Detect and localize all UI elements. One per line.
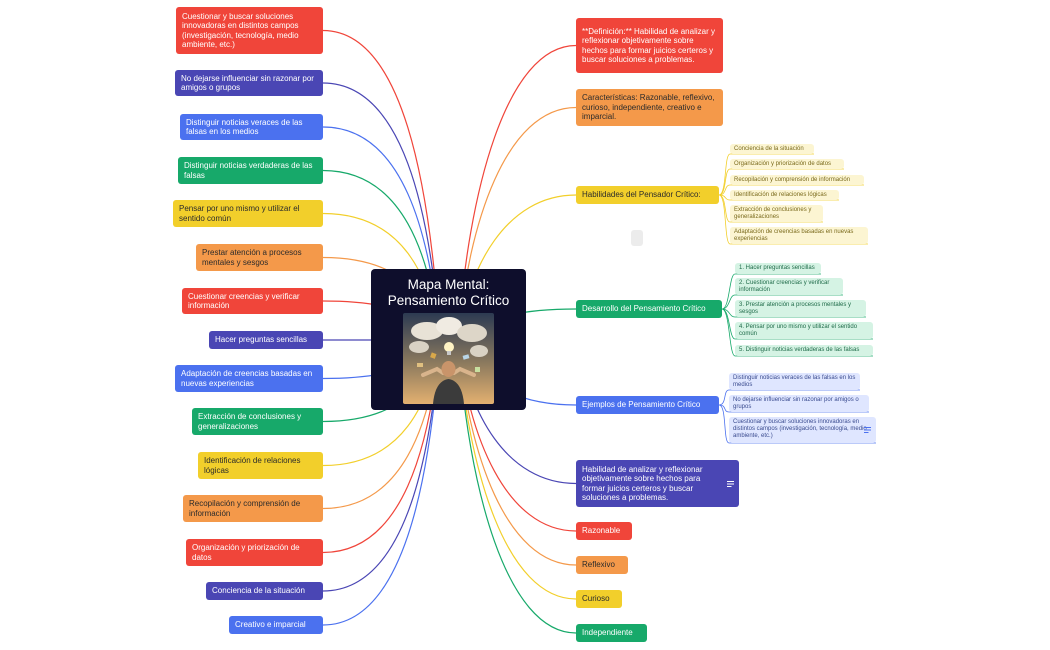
topic-definicion-habilidad-de-analizar-y-refle[interactable]: **Definición:** Habilidad de analizar y …: [576, 18, 723, 73]
topic-creativo-e-imparcial[interactable]: Creativo e imparcial: [229, 616, 323, 634]
note-icon[interactable]: [727, 480, 734, 488]
topic-no-dejarse-influenciar-sin-razonar-por-a[interactable]: No dejarse influenciar sin razonar por a…: [175, 70, 323, 96]
topic-hacer-preguntas-sencillas[interactable]: Hacer preguntas sencillas: [209, 331, 323, 349]
topic-distinguir-noticias-verdaderas-de-las-fa[interactable]: Distinguir noticias verdaderas de las fa…: [178, 157, 323, 184]
node-label: Organización y priorización de datos: [192, 543, 300, 562]
node-label: Hacer preguntas sencillas: [215, 335, 308, 345]
node-label: Cuestionar y buscar soluciones innovador…: [733, 419, 867, 439]
node-label: Adaptación de creencias basadas en nueva…: [181, 369, 313, 388]
connector-sub: [721, 308, 873, 357]
node-label: Conciencia de la situación: [212, 586, 305, 596]
subtopic-extraccion-de-conclusiones-y-generalizac[interactable]: Extracción de conclusiones y generalizac…: [730, 205, 823, 222]
node-label: Prestar atención a procesos mentales y s…: [202, 248, 302, 267]
topic-organizacion-y-priorizacion-de-datos[interactable]: Organización y priorización de datos: [186, 539, 323, 566]
topic-identificacion-de-relaciones-logicas[interactable]: Identificación de relaciones lógicas: [198, 452, 323, 479]
subtopic-adaptacion-de-creencias-basadas-en-nueva[interactable]: Adaptación de creencias basadas en nueva…: [730, 227, 868, 244]
topic-curioso[interactable]: Curioso: [576, 590, 622, 608]
topic-pensar-por-uno-mismo-y-utilizar-el-senti[interactable]: Pensar por uno mismo y utilizar el senti…: [173, 200, 323, 227]
topic-conciencia-de-la-situacion[interactable]: Conciencia de la situación: [206, 582, 323, 600]
node-label: Reflexivo: [582, 560, 615, 570]
connector-sub: [718, 194, 868, 245]
node-label: Características: Razonable, reflexivo, c…: [582, 93, 715, 122]
node-label: **Definición:** Habilidad de analizar y …: [582, 26, 715, 65]
subtopic-no-dejarse-influenciar-sin-razonar-por-a[interactable]: No dejarse influenciar sin razonar por a…: [729, 395, 869, 412]
node-label: Distinguir noticias veraces de las falsa…: [733, 375, 856, 388]
node-label: Independiente: [582, 628, 633, 638]
node-label: Extracción de conclusiones y generalizac…: [198, 412, 302, 431]
node-label: Habilidad de analizar y reflexionar obje…: [582, 464, 703, 503]
topic-reflexivo[interactable]: Reflexivo: [576, 556, 628, 574]
subtopic-organizacion-y-priorizacion-de-datos[interactable]: Organización y priorización de datos: [730, 159, 844, 169]
node-label: Conciencia de la situación: [734, 146, 804, 152]
topic-prestar-atencion-a-procesos-mentales-y-s[interactable]: Prestar atención a procesos mentales y s…: [196, 244, 323, 271]
topic-razonable[interactable]: Razonable: [576, 522, 632, 540]
subtopic-5-distinguir-noticias-verdaderas-de-las-[interactable]: 5. Distinguir noticias verdaderas de las…: [735, 345, 873, 356]
connector-sub: [718, 184, 864, 196]
placeholder-marker: [631, 230, 643, 246]
connector-sub: [718, 404, 876, 444]
node-label: 4. Pensar por uno mismo y utilizar el se…: [739, 324, 858, 337]
subtopic-recopilacion-y-comprension-de-informacio[interactable]: Recopilación y comprensión de informació…: [730, 175, 864, 185]
topic-caracteristicas-razonable-reflexivo-curi[interactable]: Características: Razonable, reflexivo, c…: [576, 89, 723, 126]
connector-sub: [718, 389, 860, 406]
topic-independiente[interactable]: Independiente: [576, 624, 647, 642]
person-thinking-illustration: [403, 313, 494, 404]
node-label: Creativo e imparcial: [235, 620, 306, 630]
topic-adaptacion-de-creencias-basadas-en-nueva[interactable]: Adaptación de creencias basadas en nueva…: [175, 365, 323, 392]
subtopic-conciencia-de-la-situacion[interactable]: Conciencia de la situación: [730, 144, 814, 154]
node-label: 3. Prestar atención a procesos mentales …: [739, 302, 852, 315]
node-label: Cuestionar y buscar soluciones innovador…: [182, 11, 299, 50]
topic-extraccion-de-conclusiones-y-generalizac[interactable]: Extracción de conclusiones y generalizac…: [192, 408, 323, 435]
subtopic-distinguir-noticias-veraces-de-las-falsa[interactable]: Distinguir noticias veraces de las falsa…: [729, 373, 860, 390]
node-label: Cuestionar creencias y verificar informa…: [188, 291, 300, 311]
node-label: Pensar por uno mismo y utilizar el senti…: [179, 204, 300, 223]
topic-ejemplos-de-pensamiento-critico[interactable]: Ejemplos de Pensamiento Crítico: [576, 396, 719, 414]
node-label: Extracción de conclusiones y generalizac…: [734, 207, 812, 220]
node-label: No dejarse influenciar sin razonar por a…: [181, 73, 314, 93]
topic-cuestionar-creencias-y-verificar-informa[interactable]: Cuestionar creencias y verificar informa…: [182, 288, 323, 314]
connector-sub: [718, 168, 844, 196]
topic-cuestionar-y-buscar-soluciones-innovador[interactable]: Cuestionar y buscar soluciones innovador…: [176, 7, 323, 54]
node-label: 5. Distinguir noticias verdaderas de las…: [739, 347, 860, 353]
node-label: Organización y priorización de datos: [734, 161, 832, 167]
node-label: 2. Cuestionar creencias y verificar info…: [739, 280, 830, 293]
node-label: Recopilación y comprensión de informació…: [189, 499, 301, 518]
node-label: Adaptación de creencias basadas en nueva…: [734, 229, 854, 242]
connector-sub: [721, 294, 843, 310]
central-topic-title: Mapa Mental: Pensamiento Crítico: [371, 277, 526, 309]
node-label: Identificación de relaciones lógicas: [204, 456, 301, 475]
node-label: Desarrollo del Pensamiento Crítico: [582, 304, 706, 314]
node-label: Identificación de relaciones lógicas: [734, 192, 827, 198]
connector-sub: [718, 153, 814, 196]
node-label: No dejarse influenciar sin razonar por a…: [733, 397, 859, 410]
topic-distinguir-noticias-veraces-de-las-falsa[interactable]: Distinguir noticias veraces de las falsa…: [180, 114, 323, 140]
connector-sub: [721, 308, 866, 318]
topic-recopilacion-y-comprension-de-informacio[interactable]: Recopilación y comprensión de informació…: [183, 495, 323, 522]
subtopic-identificacion-de-relaciones-logicas[interactable]: Identificación de relaciones lógicas: [730, 190, 839, 200]
central-topic[interactable]: Mapa Mental: Pensamiento Crítico: [371, 269, 526, 410]
subtopic-4-pensar-por-uno-mismo-y-utilizar-el-sen[interactable]: 4. Pensar por uno mismo y utilizar el se…: [735, 322, 873, 339]
connector-sub: [718, 194, 839, 201]
subtopic-3-prestar-atencion-a-procesos-mentales-y[interactable]: 3. Prestar atención a procesos mentales …: [735, 300, 866, 317]
central-title-line1: Mapa Mental:: [407, 277, 490, 292]
node-label: 1. Hacer preguntas sencillas: [739, 265, 815, 271]
subtopic-2-cuestionar-creencias-y-verificar-infor[interactable]: 2. Cuestionar creencias y verificar info…: [735, 278, 843, 295]
node-label: Distinguir noticias verdaderas de las fa…: [184, 161, 313, 180]
connector-sub: [721, 273, 821, 310]
subtopic-1-hacer-preguntas-sencillas[interactable]: 1. Hacer preguntas sencillas: [735, 263, 821, 274]
node-label: Curioso: [582, 594, 610, 604]
node-label: Recopilación y comprensión de informació…: [734, 177, 851, 183]
topic-habilidad-de-analizar-y-reflexionar-obje[interactable]: Habilidad de analizar y reflexionar obje…: [576, 460, 739, 507]
connector-sub: [718, 404, 869, 413]
topic-habilidades-del-pensador-critico[interactable]: Habilidades del Pensador Crítico:: [576, 186, 719, 204]
subtopic-cuestionar-y-buscar-soluciones-innovador[interactable]: Cuestionar y buscar soluciones innovador…: [729, 417, 876, 443]
note-icon[interactable]: [864, 426, 871, 434]
node-label: Distinguir noticias veraces de las falsa…: [186, 117, 303, 137]
node-label: Habilidades del Pensador Crítico:: [582, 190, 701, 200]
node-label: Razonable: [582, 526, 621, 536]
central-title-line2: Pensamiento Crítico: [387, 293, 510, 308]
topic-desarrollo-del-pensamiento-critico[interactable]: Desarrollo del Pensamiento Crítico: [576, 300, 722, 318]
node-label: Ejemplos de Pensamiento Crítico: [582, 400, 701, 410]
